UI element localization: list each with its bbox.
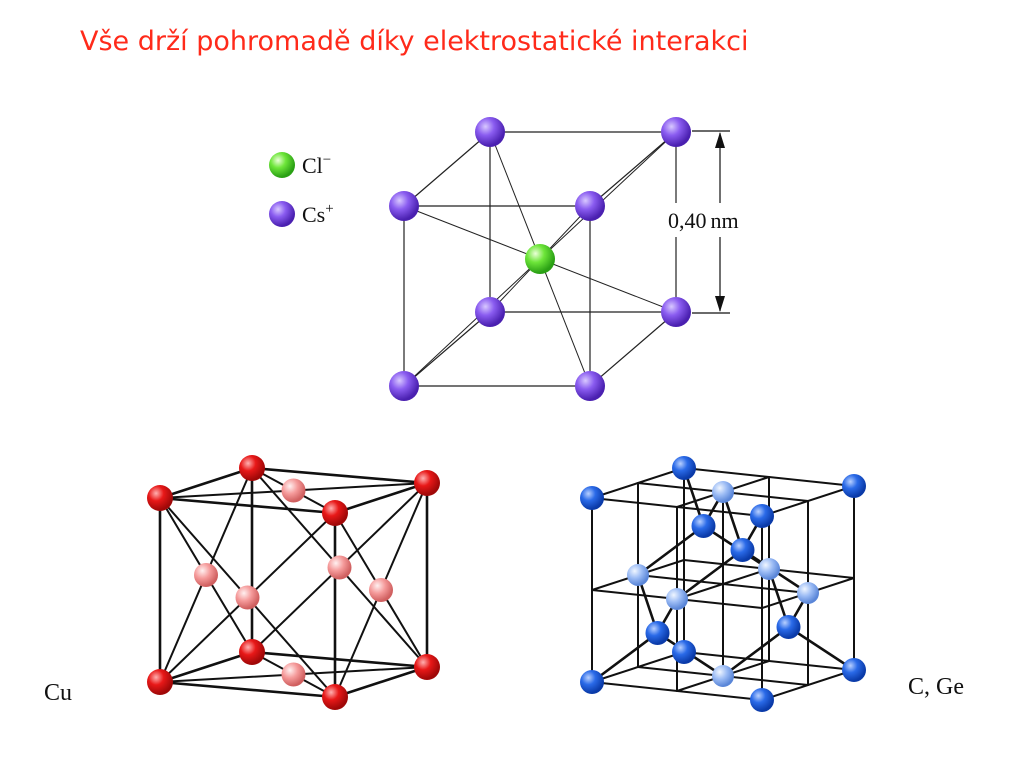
diamond-label: C, Ge — [908, 674, 964, 700]
dimension-arrow-down — [715, 296, 725, 312]
legend-cl-atom-icon — [269, 152, 295, 178]
diamond-corner-atom — [580, 670, 604, 694]
cscl-cell-edge — [403, 311, 491, 387]
cu-cell-edge — [158, 680, 337, 699]
cu-face-atom — [194, 563, 218, 587]
cu-face-atom — [235, 585, 260, 610]
cu-cell-edge — [333, 481, 429, 515]
cscl-cell-edge — [403, 131, 491, 207]
diamond-corner-atom — [842, 474, 866, 498]
diamond-face-atom — [712, 665, 734, 687]
cu-corner-atom — [322, 500, 348, 526]
diamond-tetrahedral-atom — [691, 514, 716, 538]
cs-ion — [475, 117, 505, 147]
diamond-face-atom — [712, 481, 734, 503]
legend-cl-label: Cl− — [302, 152, 331, 178]
cscl-cell-edge — [589, 311, 677, 387]
diamond-corner-atom — [842, 658, 866, 682]
legend-cs-label: Cs+ — [302, 201, 334, 227]
diamond-corner-atom — [672, 456, 696, 480]
cu-face-atom — [327, 555, 352, 580]
diamond-corner-atom — [750, 504, 774, 528]
cu-corner-atom — [414, 470, 440, 496]
slide-title: Vše drží pohromadě díky elektrostatické … — [80, 26, 749, 57]
diamond-face-atom — [758, 558, 780, 580]
cu-cell-edge — [158, 496, 337, 515]
cl-ion — [525, 244, 555, 274]
diamond-corner-atom — [750, 688, 774, 712]
cs-ion — [575, 191, 605, 221]
cu-face-atom — [369, 578, 393, 602]
cu-fcc-lattice — [147, 455, 440, 710]
cscl-unit-cell — [389, 117, 691, 401]
cu-cell-edge — [333, 665, 429, 699]
diamond-face-atom — [627, 564, 649, 586]
diamond-tetrahedral-atom — [776, 615, 801, 639]
cu-corner-atom — [414, 654, 440, 680]
cs-ion — [575, 371, 605, 401]
diamond-bond — [675, 548, 744, 601]
cu-face-atom — [281, 478, 306, 503]
dimension-arrow-up — [715, 132, 725, 148]
cu-face-atom — [281, 662, 306, 687]
diamond-tetrahedral-atom — [730, 538, 755, 562]
diamond-bond — [721, 625, 790, 678]
cu-cell-edge — [250, 650, 429, 669]
cu-corner-atom — [239, 639, 265, 665]
diamond-tetrahedral-atom — [645, 621, 670, 645]
cscl-cell-edge — [589, 131, 677, 207]
cu-cell-edge — [158, 650, 254, 684]
diamond-corner-atom — [580, 486, 604, 510]
cu-cell-edge — [158, 466, 254, 500]
diamond-lattice — [580, 456, 866, 712]
cs-ion — [661, 117, 691, 147]
legend-cs-atom-icon — [269, 201, 295, 227]
cu-label: Cu — [44, 680, 72, 706]
cs-ion — [389, 191, 419, 221]
cu-corner-atom — [322, 684, 348, 710]
diamond-bond — [636, 524, 705, 577]
cu-corner-atom — [147, 485, 173, 511]
diamond-face-atom — [666, 588, 688, 610]
diamond-face-atom — [797, 582, 819, 604]
cscl-dimension — [666, 130, 770, 314]
cu-corner-atom — [147, 669, 173, 695]
cu-cell-edge — [250, 466, 429, 485]
cscl-legend: Cl− Cs+ — [269, 152, 334, 227]
diamond-bond — [590, 631, 659, 684]
cs-ion — [661, 297, 691, 327]
cs-ion — [389, 371, 419, 401]
cu-corner-atom — [239, 455, 265, 481]
diamond-bond — [787, 625, 856, 672]
cs-ion — [475, 297, 505, 327]
diamond-corner-atom — [672, 640, 696, 664]
